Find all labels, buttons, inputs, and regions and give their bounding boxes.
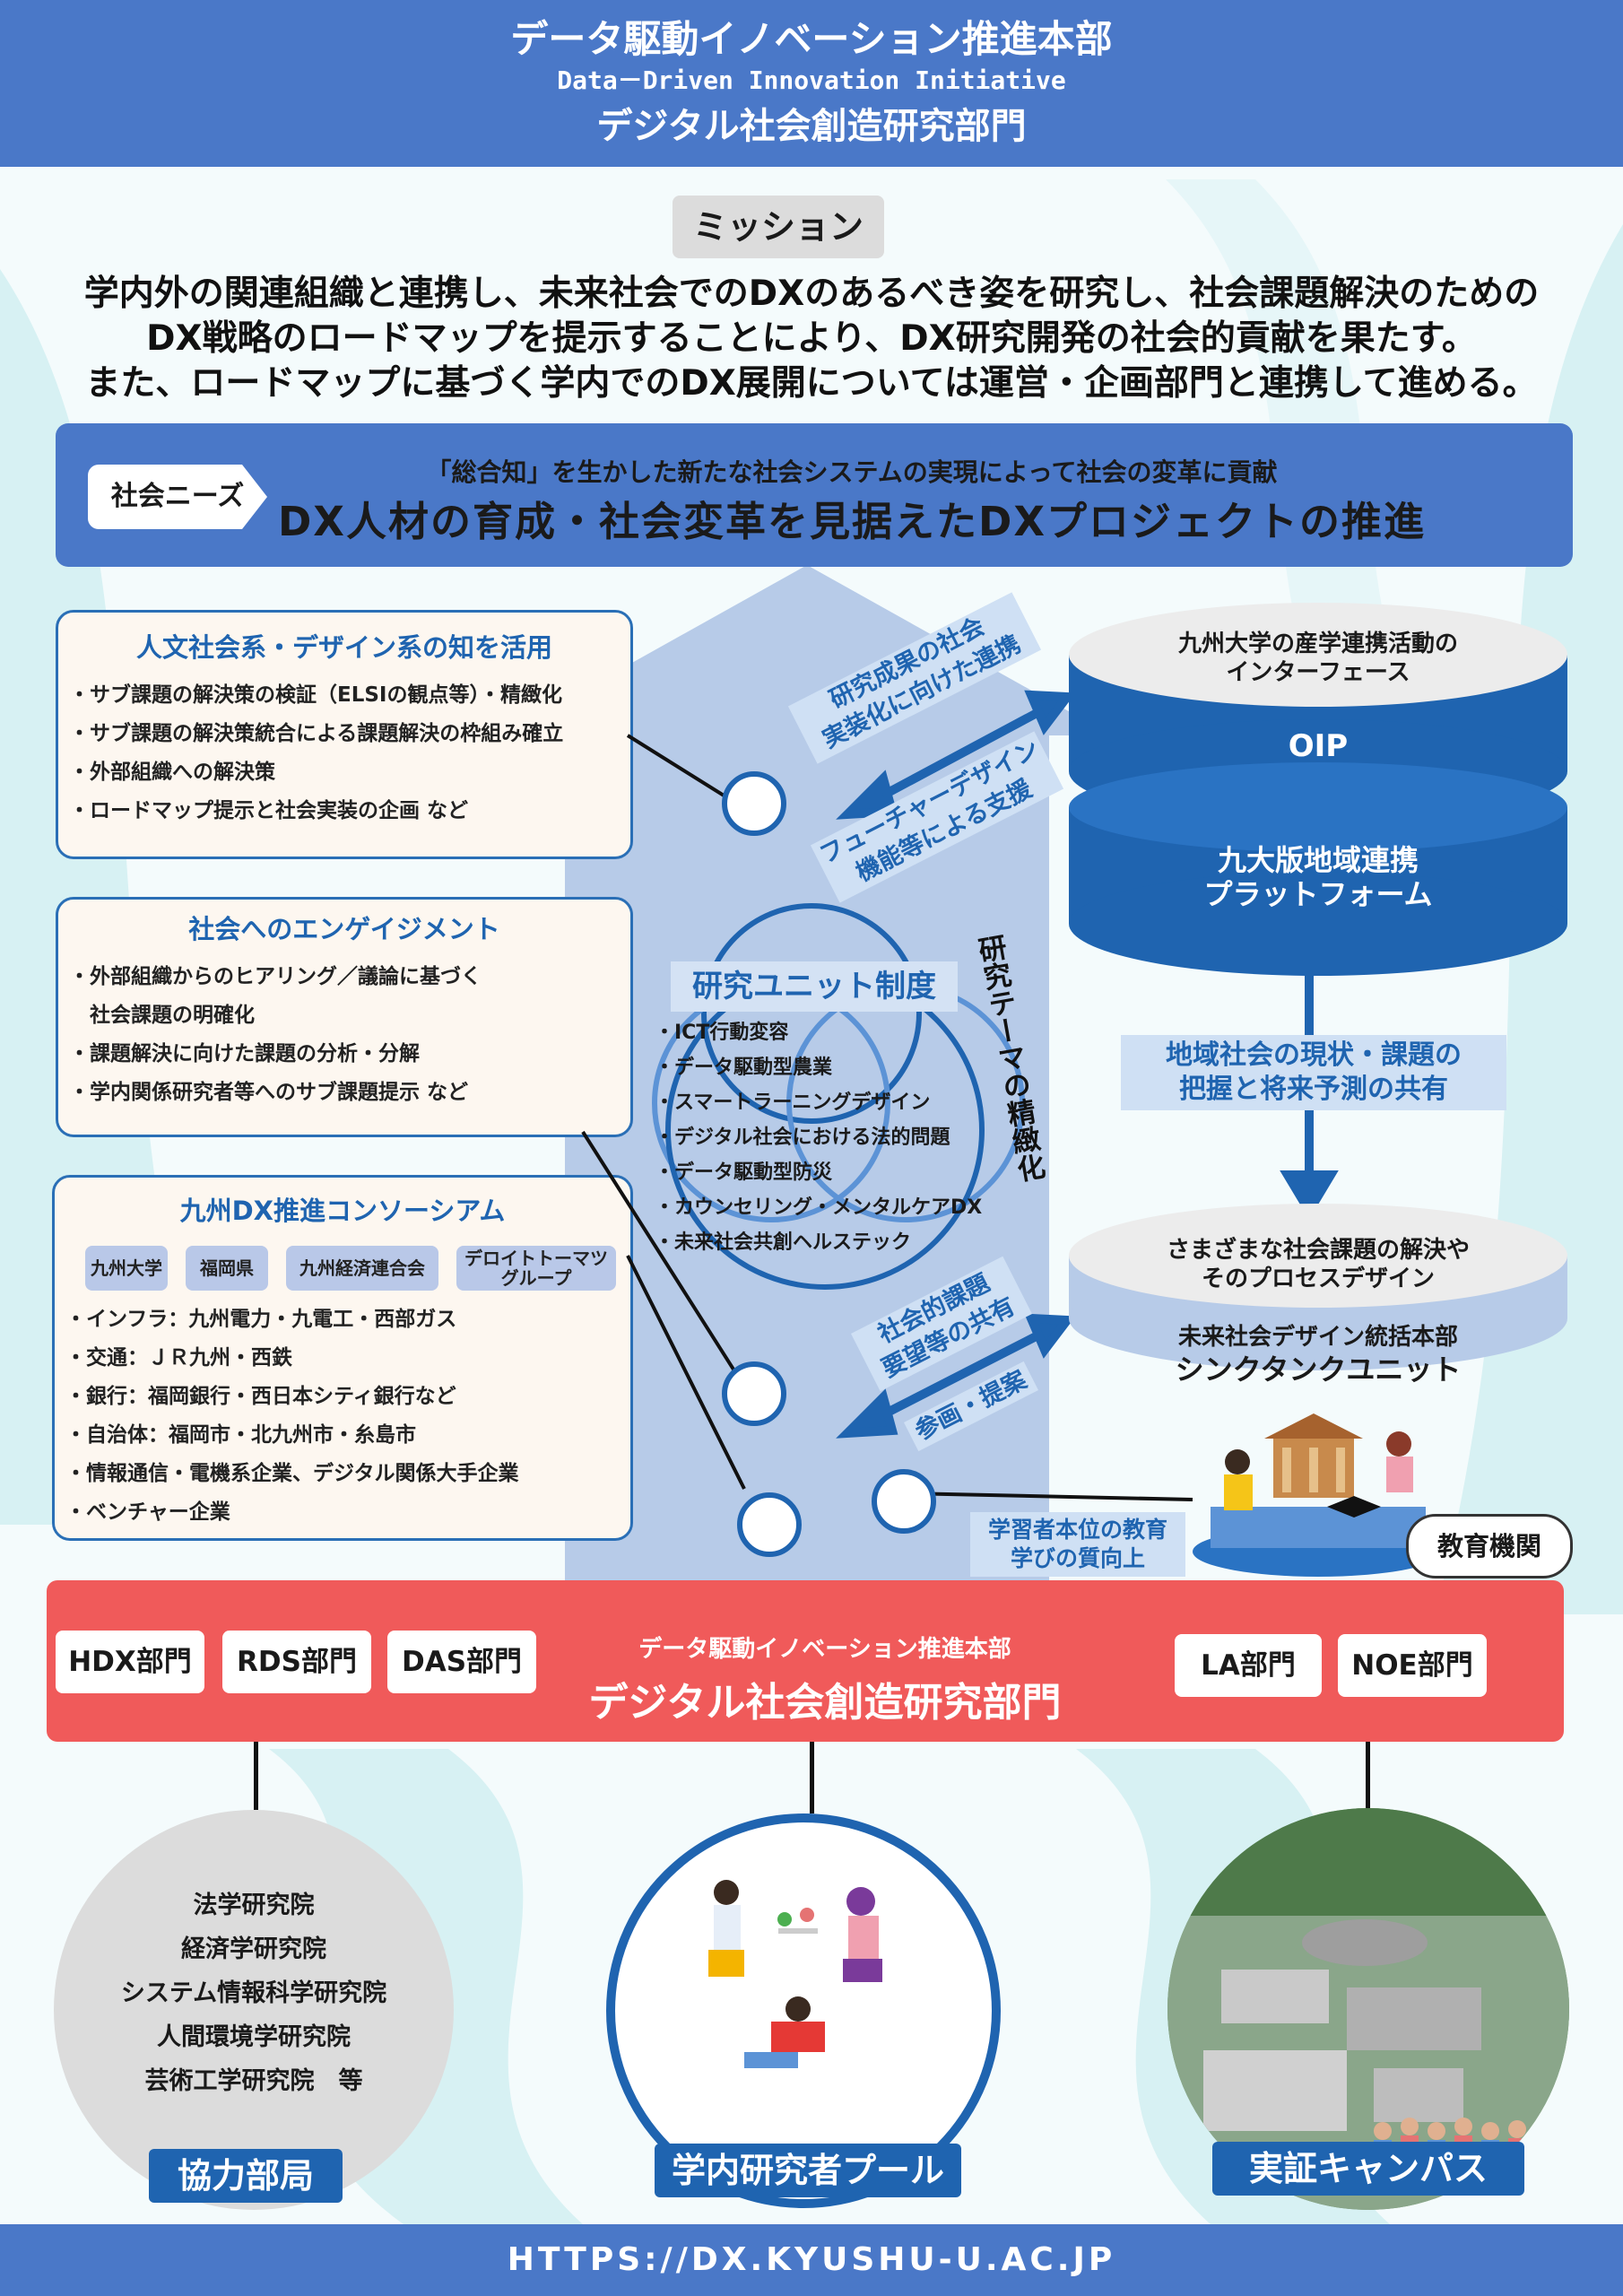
- dept-hdx: HDX部門: [56, 1631, 204, 1693]
- thinktank-caption: さまざまな社会課題の解決や そのプロセスデザイン: [1076, 1236, 1560, 1293]
- researchers-illustration: [708, 1880, 882, 2068]
- list-item: ・カウンセリング・メンタルケアDX: [655, 1196, 983, 1219]
- engagement-title: 社会へのエンゲイジメント: [188, 914, 500, 944]
- tag-deloitte-line2: グループ: [500, 1267, 572, 1289]
- connector-node: [872, 1469, 936, 1534]
- banner-subtitle: 「総合知」を生かした新たな社会システムの実現によって社会の変革に貢献: [426, 457, 1278, 487]
- tag-fukuoka: 福岡県: [186, 1246, 268, 1291]
- label-line: 地域社会の現状・課題の: [1166, 1039, 1462, 1071]
- label-regional-sharing: 地域社会の現状・課題の 把握と将来予測の共有: [1121, 1035, 1506, 1110]
- list-item: ・デジタル社会における法的問題: [655, 1126, 950, 1149]
- platform-label: 九大版地域連携 プラットフォーム: [1076, 843, 1560, 911]
- thinktank-unit: シンクタンクユニット: [1175, 1352, 1462, 1387]
- consortium-title: 九州DX推進コンソーシアム: [179, 1196, 506, 1226]
- caption-line: プラットフォーム: [1203, 877, 1433, 911]
- mission-label: ミッション: [673, 196, 884, 258]
- list-item: ・インフラ：九州電力・九電工・西部ガス: [65, 1308, 457, 1331]
- list-item: システム情報科学研究院: [120, 1979, 387, 2007]
- cylinders-graphic: [1069, 603, 1567, 1370]
- caption-line: 九大版地域連携: [1217, 843, 1419, 877]
- mission-line-1: 学内外の関連組織と連携し、未来社会でのDXのあるべき姿を研究し、社会課題解決のた…: [83, 274, 1540, 314]
- header: データ駆動イノベーション推進本部 Data－Driven Innovation …: [0, 0, 1623, 167]
- label-line: 学習者本位の教育: [987, 1517, 1167, 1543]
- engagement-box: 社会へのエンゲイジメント ・外部組織からのヒアリング／議論に基づく 社会課題の明…: [56, 897, 633, 1137]
- connector-node: [722, 771, 786, 836]
- caption-line: 九州大学の産学連携活動の: [1177, 631, 1458, 657]
- cooperating-list: 法学研究院 経済学研究院 システム情報科学研究院 人間環境学研究院 芸術工学研究…: [54, 1883, 454, 2103]
- research-units-list: ・ICT行動変容 ・データ駆動型農業 ・スマートラーニングデザイン ・デジタル社…: [655, 1015, 1049, 1260]
- list-item: ・サブ課題の解決策統合による課題解決の枠組み確立: [69, 722, 564, 745]
- consortium-box: 九州DX推進コンソーシアム 九州大学 福岡県 九州経済連合会 デロイトトーマツ …: [52, 1175, 633, 1541]
- list-item: ・スマートラーニングデザイン: [655, 1091, 931, 1114]
- list-item: ・銀行：福岡銀行・西日本シティ銀行など: [65, 1385, 456, 1408]
- social-needs-label: 社会ニーズ: [88, 465, 267, 529]
- list-item: 経済学研究院: [181, 1935, 326, 1963]
- list-item: ・ベンチャー企業: [65, 1500, 230, 1524]
- band-subtitle: データ駆動イノベーション推進本部: [638, 1636, 1011, 1663]
- oip-label: OIP: [1288, 728, 1349, 764]
- header-title2: デジタル社会創造研究部門: [596, 106, 1027, 147]
- cooperating-label: 協力部局: [149, 2149, 343, 2203]
- tag-keizairen: 九州経済連合会: [286, 1246, 438, 1291]
- tag-deloitte: デロイトトーマツ グループ: [456, 1246, 616, 1291]
- label-education: 学習者本位の教育 学びの質向上: [970, 1512, 1185, 1577]
- label-line: 把握と将来予測の共有: [1179, 1074, 1448, 1105]
- caption-line: そのプロセスデザイン: [1201, 1265, 1435, 1292]
- footer-url[interactable]: HTTPS://DX.KYUSHU-U.AC.JP: [0, 2224, 1623, 2296]
- humanities-box: 人文社会系・デザイン系の知を活用 ・サブ課題の解決策の検証（ELSIの観点等）・…: [56, 610, 633, 859]
- list-item: ・データ駆動型農業: [655, 1057, 833, 1079]
- dept-la: LA部門: [1175, 1634, 1322, 1697]
- list-item: ・学内関係研究者等へのサブ課題提示 など: [69, 1081, 469, 1104]
- education-illustration: [1193, 1413, 1444, 1577]
- list-item: ・自治体：福岡市・北九州市・糸島市: [65, 1423, 416, 1447]
- header-title: データ駆動イノベーション推進本部: [510, 17, 1113, 61]
- oip-caption: 九州大学の産学連携活動の インターフェース: [1076, 630, 1560, 687]
- campus-label: 実証キャンパス: [1212, 2142, 1524, 2196]
- list-item: ・外部組織からのヒアリング／議論に基づく: [69, 965, 482, 988]
- researcher-pool-circle: [606, 1813, 1001, 2208]
- header-subtitle-en: Data－Driven Innovation Initiative: [557, 65, 1066, 95]
- banner-title: DX人材の育成・社会変革を見据えたDXプロジェクトの推進: [277, 498, 1427, 545]
- dept-noe: NOE部門: [1338, 1634, 1487, 1697]
- list-item: ・交通：ＪＲ九州・西鉄: [65, 1346, 292, 1370]
- dept-rds: RDS部門: [222, 1631, 371, 1693]
- list-item: ・課題解決に向けた課題の分析・分解: [69, 1042, 420, 1065]
- list-item: ・情報通信・電機系企業、デジタル関係大手企業: [65, 1462, 519, 1485]
- researcher-pool-label: 学内研究者プール: [655, 2144, 961, 2197]
- label-line: 学びの質向上: [1010, 1545, 1145, 1571]
- list-item: 法学研究院: [193, 1892, 315, 1919]
- list-item: ・未来社会共創ヘルステック: [655, 1231, 912, 1254]
- list-item: ・ロードマップ提示と社会実装の企画 など: [69, 799, 469, 822]
- mission-line-2: DX戦略のロードマップを提示することにより、DX研究開発の社会的貢献を果たす。: [146, 318, 1477, 359]
- band-title: デジタル社会創造研究部門: [588, 1680, 1062, 1726]
- list-item: 社会課題の明確化: [69, 1004, 255, 1027]
- caption-line: インターフェース: [1226, 659, 1410, 686]
- mission-line-3: また、ロードマップに基づく学内でのDX展開については運営・企画部門と連携して進め…: [85, 363, 1538, 404]
- caption-line: さまざまな社会課題の解決や: [1166, 1237, 1470, 1264]
- connector-node: [722, 1361, 786, 1426]
- needs-banner: [56, 423, 1573, 567]
- list-item: 人間環境学研究院: [157, 2023, 351, 2051]
- list-item: ・ICT行動変容: [655, 1022, 789, 1044]
- list-item: ・サブ課題の解決策の検証（ELSIの観点等）・精緻化: [69, 683, 562, 707]
- tag-kyushu-univ: 九州大学: [85, 1246, 168, 1291]
- connector-node: [737, 1492, 802, 1557]
- research-units-title: 研究ユニット制度: [671, 961, 958, 1012]
- thinktank-org: 未来社会デザイン統括本部: [1177, 1324, 1458, 1351]
- list-item: 芸術工学研究院 等: [144, 2067, 363, 2095]
- list-item: ・データ駆動型防災: [655, 1161, 833, 1184]
- humanities-title: 人文社会系・デザイン系の知を活用: [135, 632, 552, 663]
- tag-deloitte-line1: デロイトトーマツ: [464, 1248, 608, 1269]
- dept-das: DAS部門: [387, 1631, 536, 1693]
- list-item: ・外部組織への解決策: [69, 761, 275, 784]
- education-institution-label: 教育機関: [1406, 1514, 1573, 1578]
- cooperating-circle: [54, 1810, 454, 2210]
